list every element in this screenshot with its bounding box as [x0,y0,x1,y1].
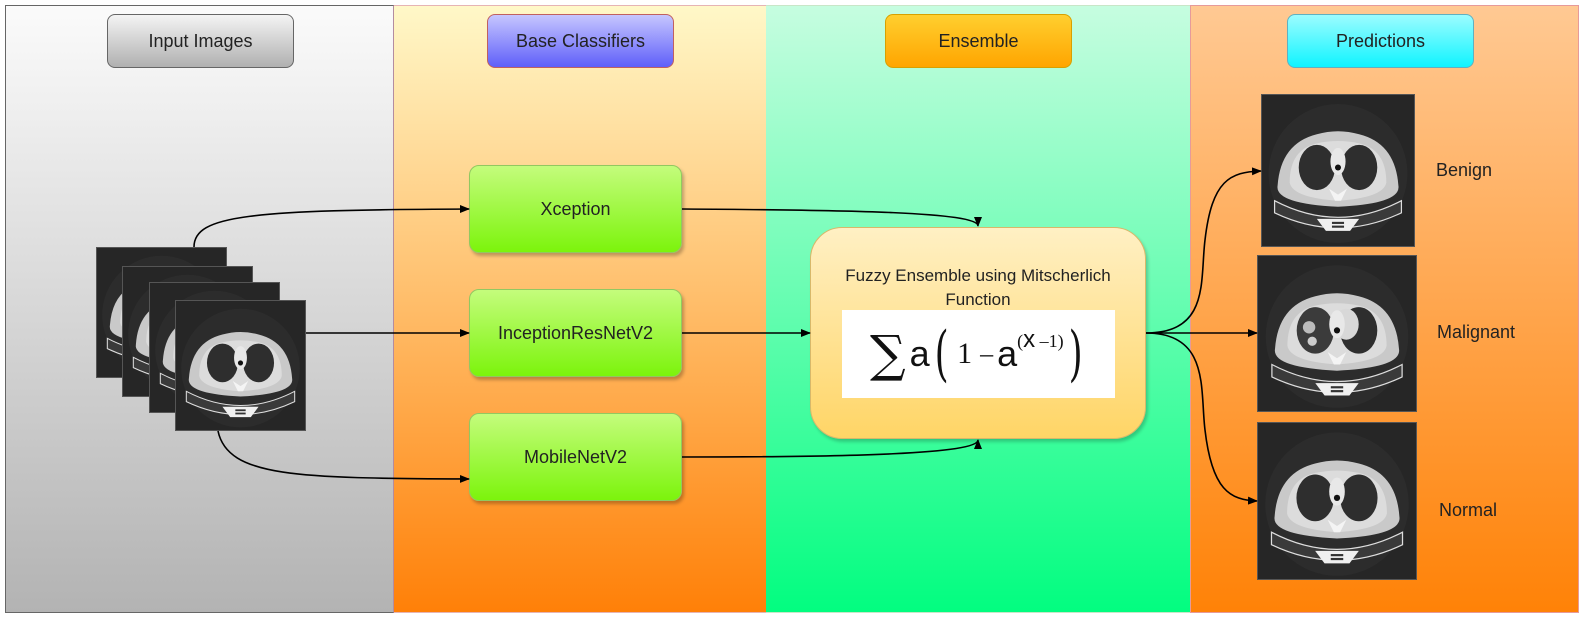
header-ensemble: Ensemble [885,14,1072,68]
prediction-ct-normal [1257,422,1417,580]
formula-exponent: (x –1) [1017,326,1064,354]
prediction-ct-benign [1261,94,1415,247]
exp-open: ( [1017,331,1024,351]
prediction-ct-malignant [1257,255,1417,412]
formula-sum-symbol: ∑ [869,325,906,383]
exp-x: x [1023,326,1036,353]
fuzzy-ensemble-box: Fuzzy Ensemble using Mitscherlich Functi… [810,227,1146,439]
formula-a: a [909,333,930,374]
classifier-inceptionresnetv2: InceptionResNetV2 [469,289,682,377]
header-base-classifiers: Base Classifiers [487,14,674,68]
exp-minus: – [1035,331,1049,351]
formula-a-base: a [997,333,1018,374]
formula-minus: – [980,339,994,368]
formula-one: 1 [957,337,973,370]
input-ct-image [175,300,306,431]
exp-close: ) [1057,331,1064,351]
header-input-images: Input Images [107,14,294,68]
classifier-mobilenetv2: MobileNetV2 [469,413,682,501]
formula-close-paren: ) [1068,319,1083,389]
fuzzy-ensemble-title: Fuzzy Ensemble using Mitscherlich Functi… [845,266,1111,309]
prediction-label-normal: Normal [1439,500,1498,520]
formula-open-paren: ( [934,319,949,389]
header-predictions: Predictions [1287,14,1474,68]
exp-one: 1 [1048,331,1058,351]
prediction-label-malignant: Malignant [1437,322,1516,342]
classifier-xception: Xception [469,165,682,253]
mitscherlich-formula: ∑ a ( 1 – a (x –1) ) [842,310,1115,398]
prediction-label-benign: Benign [1436,160,1493,180]
